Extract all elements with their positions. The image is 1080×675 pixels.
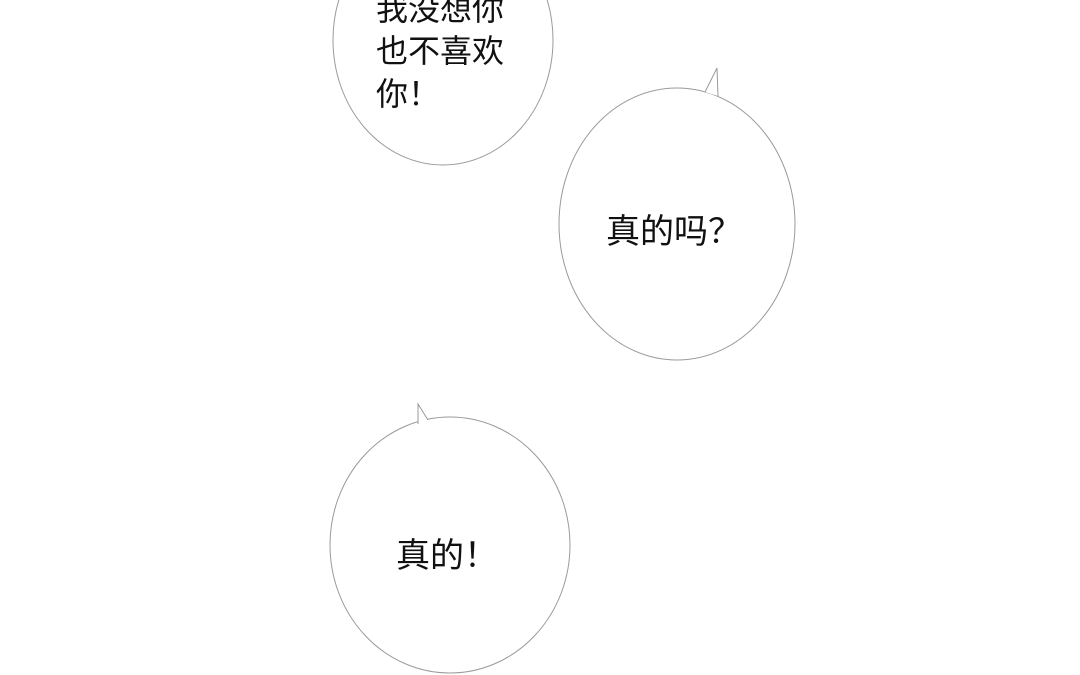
bubble-1-line-2: 也不喜欢 [376, 32, 504, 70]
bubble-1-line-1: 我没想你 [376, 0, 504, 28]
speech-bubble-1: 我没想你 也不喜欢 你！ [332, 0, 554, 166]
speech-bubble-2: 真的吗？ [558, 67, 796, 361]
bubble-2-text: 真的吗？ [606, 212, 742, 252]
speech-bubble-3: 真的！ [329, 402, 571, 674]
bubble-3-tail [417, 402, 429, 424]
bubble-1-line-3: 你！ [376, 75, 440, 113]
bubble-2-tail [704, 67, 719, 97]
bubble-3-text: 真的！ [396, 536, 498, 576]
